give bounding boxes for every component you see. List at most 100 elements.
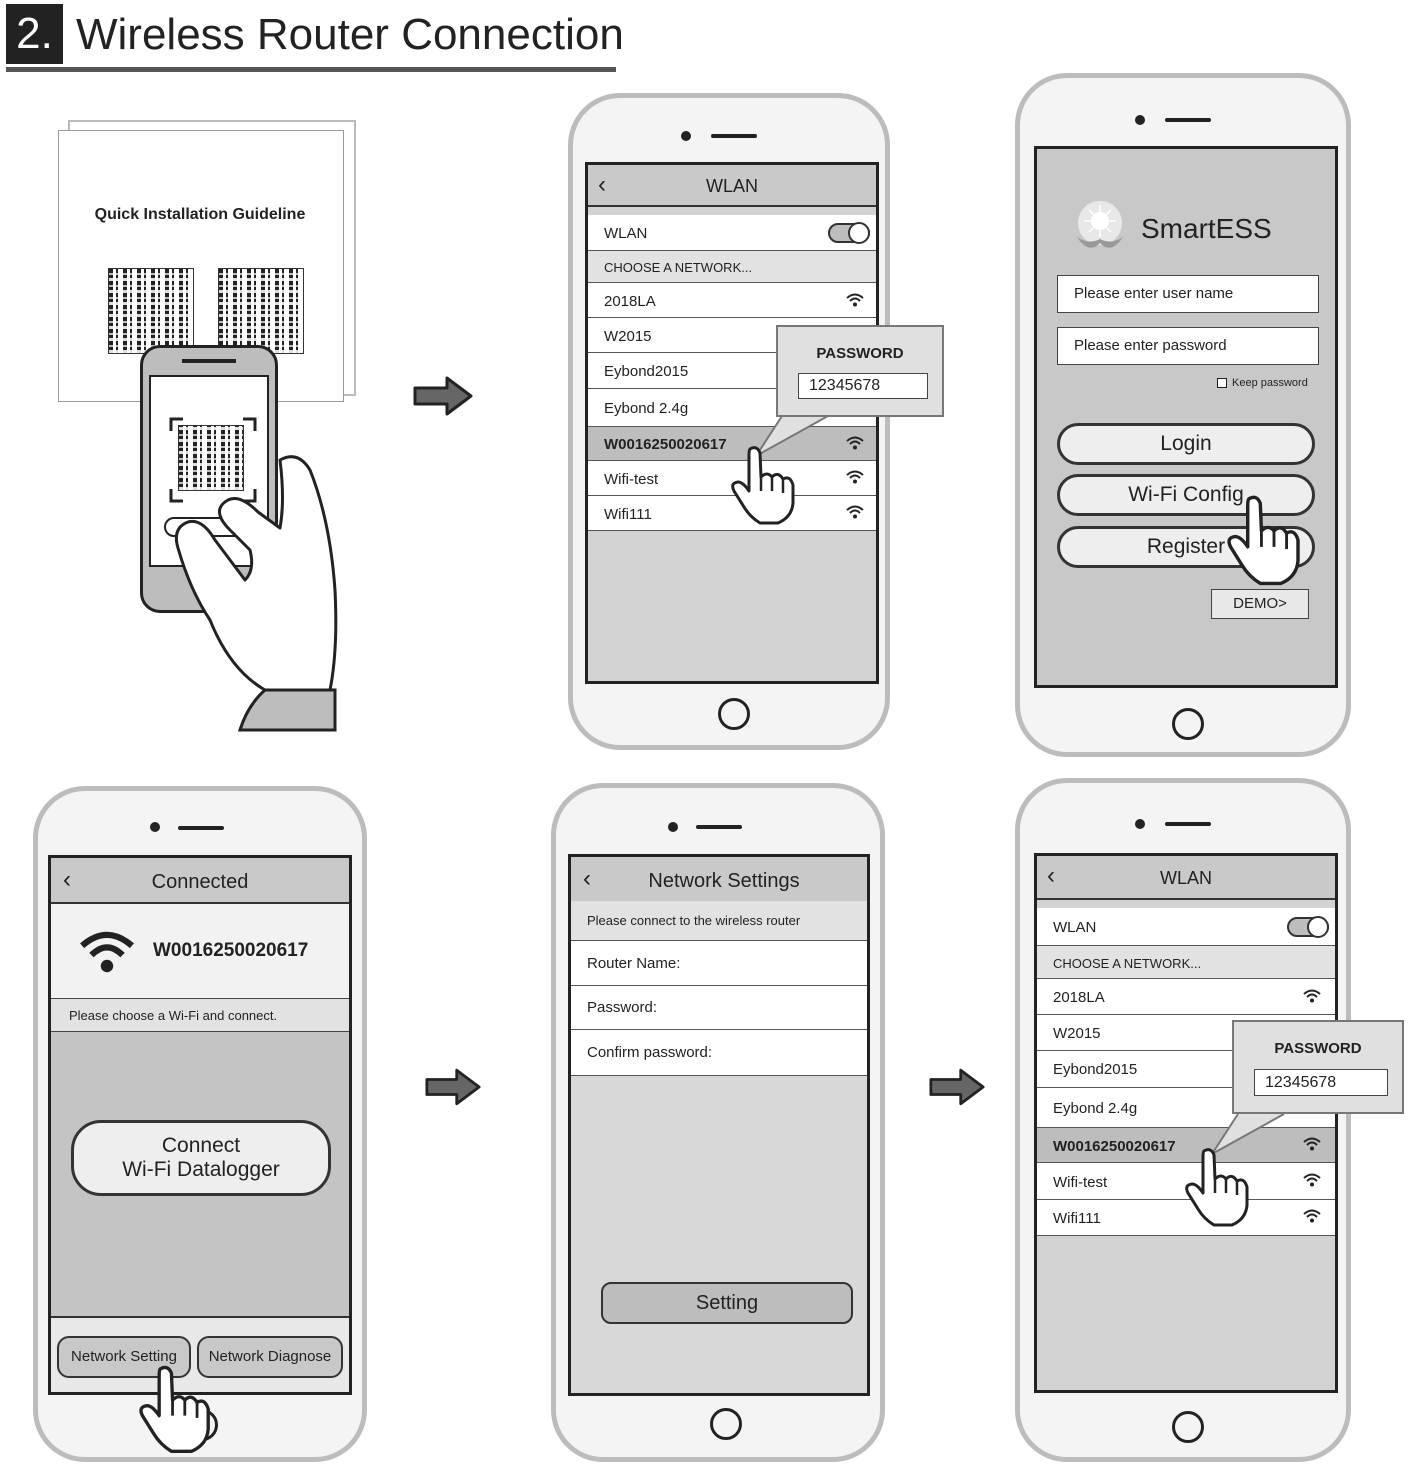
front-camera [681,131,691,141]
wlan-label: WLAN [604,225,648,242]
nav-bar: ‹ Network Settings [571,857,867,903]
password-input[interactable]: Please enter password [1057,327,1319,365]
wifi-signal-icon [846,470,864,484]
front-camera [150,822,160,832]
router-name-field[interactable]: Router Name: [571,941,867,986]
front-camera [1135,819,1145,829]
network-item-selected[interactable]: W0016250020617 [588,427,876,461]
settings-hint: Please connect to the wireless router [587,913,801,928]
wlan-label: WLAN [1053,919,1097,936]
home-button[interactable] [1172,1411,1204,1443]
login-button[interactable]: Login [1057,423,1315,465]
network-item[interactable]: Wifi111 [1037,1200,1335,1236]
front-camera [668,822,678,832]
qr-code-right-icon [218,268,304,354]
wlan-screen: ‹ WLAN WLAN CHOOSE A NETWORK... 2018LA W… [1034,853,1338,1393]
phone-login: SmartESS Please enter user name Please e… [1015,73,1351,757]
wifi-signal-icon [1303,1173,1321,1187]
username-input[interactable]: Please enter user name [1057,275,1319,313]
back-chevron-icon[interactable]: ‹ [63,866,71,893]
home-button[interactable] [718,698,750,730]
network-diagnose-button[interactable]: Network Diagnose [197,1336,343,1378]
scanned-qr-icon [178,425,244,491]
guide-title: Quick Installation Guideline [94,206,306,223]
front-camera [1135,115,1145,125]
network-item[interactable]: Wifi-test [1037,1163,1335,1200]
speaker [1165,822,1211,826]
network-name: 2018LA [604,293,656,310]
hint-row: Please choose a Wi-Fi and connect. [51,999,349,1032]
phone-wlan-2: ‹ WLAN WLAN CHOOSE A NETWORK... 2018LA W… [1015,778,1351,1462]
network-item[interactable]: 2018LA [588,283,876,318]
choose-network-header: CHOOSE A NETWORK... [588,251,876,283]
password-popup-value[interactable]: 12345678 [1254,1069,1388,1096]
back-chevron-icon[interactable]: ‹ [598,171,606,198]
network-item[interactable]: 2018LA [1037,979,1335,1015]
password-field[interactable]: Password: [571,986,867,1030]
wifi-signal-icon [846,436,864,450]
connected-network-panel: W0016250020617 [51,904,349,999]
confirm-password-field[interactable]: Confirm password: [571,1030,867,1076]
speaker [711,134,757,138]
holding-hand-icon [174,455,338,732]
arrow-right-icon [425,1068,481,1106]
nav-title: WLAN [1159,868,1212,888]
network-name: Eybond2015 [1053,1061,1138,1078]
hint-text: Please choose a Wi-Fi and connect. [69,1008,278,1023]
page-title: Wireless Router Connection [76,10,624,59]
nav-bar: ‹ WLAN [1037,856,1335,900]
wifi-icon [79,930,135,974]
network-item[interactable]: Wifi111 [588,496,876,531]
keep-password-label: Keep password [1232,377,1308,389]
network-name: Wifi-test [604,471,659,488]
tap-hand-icon [730,445,800,525]
speaker [1165,118,1211,122]
home-button[interactable] [1172,708,1204,740]
arrow-right-icon [929,1068,985,1106]
wifi-signal-icon [846,505,864,519]
password-popup-value[interactable]: 12345678 [798,373,928,399]
wlan-toggle[interactable] [828,222,870,244]
connect-datalogger-button[interactable]: Connect Wi-Fi Datalogger [71,1120,331,1196]
step-number: 2. [6,4,63,64]
demo-button[interactable]: DEMO> [1211,589,1309,619]
arrow-right-icon [413,376,473,416]
wifi-signal-icon [1303,989,1321,1003]
password-popup: PASSWORD 12345678 [1232,1020,1404,1114]
network-name: Eybond2015 [604,363,689,380]
nav-title: WLAN [705,176,758,196]
home-button[interactable] [710,1408,742,1440]
nav-title: Network Settings [648,870,800,892]
smartess-logo-icon [1077,201,1123,248]
phone-wlan-1: ‹ WLAN WLAN CHOOSE A NETWORK... 2018LA W… [568,93,890,750]
phone-connected: ‹ Connected W0016250020617 Please choose… [33,786,367,1462]
wifi-signal-icon [1303,1137,1321,1151]
network-name: W0016250020617 [604,436,727,453]
setting-button[interactable]: Setting [601,1282,853,1324]
network-name: W2015 [604,328,652,345]
login-screen: SmartESS Please enter user name Please e… [1034,146,1338,688]
network-name: Eybond 2.4g [1053,1100,1138,1117]
back-chevron-icon[interactable]: ‹ [1047,862,1055,889]
wifi-signal-icon [1303,1209,1321,1223]
wlan-toggle[interactable] [1287,916,1329,938]
wifi-config-button[interactable]: Wi-Fi Config [1057,474,1315,516]
wlan-toggle-row: WLAN [588,215,876,251]
choose-network-header: CHOOSE A NETWORK... [1037,946,1335,979]
back-chevron-icon[interactable]: ‹ [583,865,591,892]
keep-password-checkbox[interactable] [1217,378,1227,388]
speaker [696,825,742,829]
network-name: Wifi111 [1053,1210,1101,1227]
password-popup-label: PASSWORD [816,345,904,362]
connect-line-1: Connect [161,1134,241,1157]
settings-screen: ‹ Network Settings Please connect to the… [568,854,870,1396]
password-label: Password: [587,999,658,1016]
network-item-selected[interactable]: W0016250020617 [1037,1128,1335,1163]
connect-line-2: Wi-Fi Datalogger [122,1158,280,1181]
password-popup-label: PASSWORD [1274,1040,1362,1057]
nav-title: Connected [151,871,249,893]
qr-code-left-icon [108,268,194,354]
app-name: SmartESS [1141,213,1272,244]
network-name: Eybond 2.4g [604,400,689,417]
connected-screen: ‹ Connected W0016250020617 Please choose… [48,855,352,1395]
